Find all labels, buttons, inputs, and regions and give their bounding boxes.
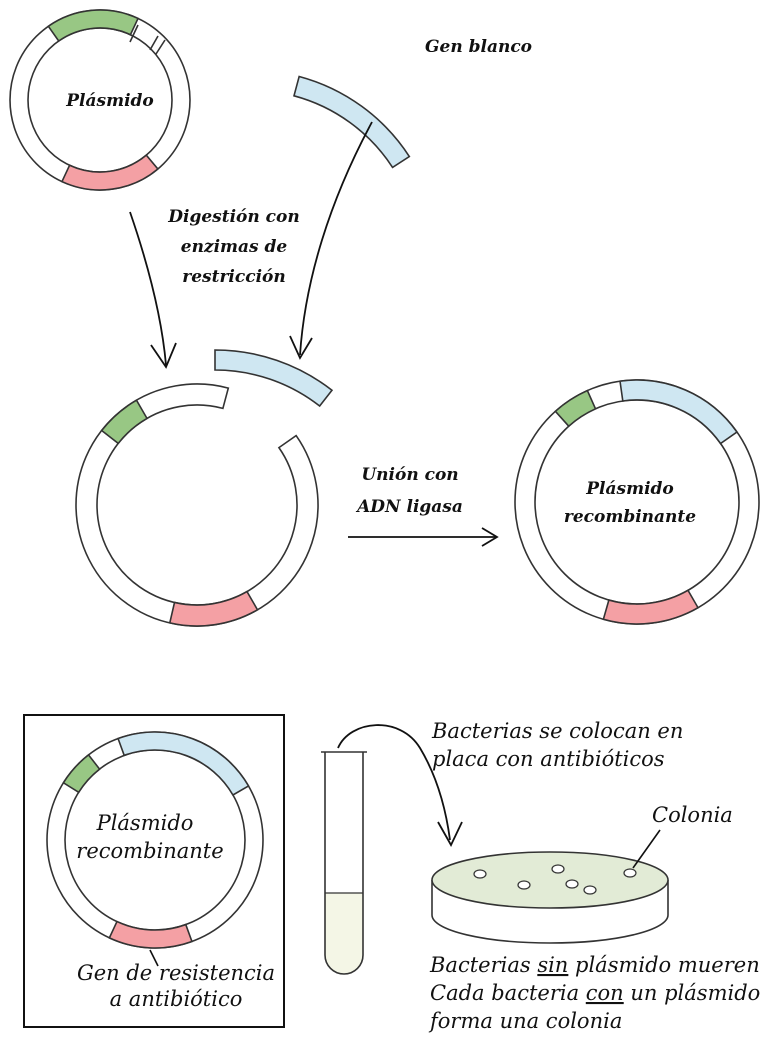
boxed-plasmid-label-line-2: recombinante (76, 839, 223, 863)
arrow-gene-to-cut-head (289, 335, 313, 360)
target-gene-inserting (214, 349, 334, 408)
result-line-1: Bacterias sin plásmido mueren (429, 953, 760, 977)
digestion-label: Digestión con enzimas de restricción (167, 207, 299, 287)
arrow-tube-to-plate (337, 724, 451, 841)
target-gene-label: Gen blanco (425, 37, 532, 57)
restriction-site-mark-3 (155, 39, 166, 55)
recombinant-green-segment (554, 389, 597, 428)
underlined-sin: sin (537, 953, 568, 977)
colony (473, 869, 487, 879)
test-tube (321, 751, 367, 975)
underlined-con: con (586, 981, 624, 1005)
resistance-label-line-2: a antibiótico (110, 987, 243, 1011)
restriction-site-mark-1 (129, 24, 139, 43)
plate-agar-surface (431, 851, 669, 909)
result-line-2: Cada bacteria con un plásmido (430, 981, 760, 1005)
plasmid-label: Plásmido (65, 91, 154, 111)
plasmid-opened (75, 349, 334, 627)
restriction-site-mark-2 (149, 35, 159, 51)
petri-plate: Colonia (431, 803, 733, 944)
target-gene-fragment (293, 75, 411, 169)
result-text: Bacterias sin plásmido mueren Cada bacte… (428, 953, 760, 1033)
resistance-label-line-1: Gen de resistencia (77, 961, 275, 985)
boxed-green-segment (62, 753, 101, 794)
arrow-plasmid-to-cut-head (150, 342, 177, 369)
ligase-label-line-2: ADN ligasa (355, 497, 463, 517)
opened-plasmid-green-segment (100, 399, 149, 445)
ligase-label-line-1: Unión con (361, 465, 458, 485)
arrow-tube-to-plate-head (437, 821, 463, 847)
recombinant-red-segment (602, 589, 700, 625)
result-line-3: forma una colonia (428, 1009, 622, 1033)
ligase-step: Unión con ADN ligasa (348, 465, 499, 547)
tube-outline (324, 752, 364, 975)
arrow-gene-to-cut (299, 121, 373, 356)
colony-label: Colonia (652, 803, 733, 827)
colony (583, 885, 597, 895)
plasmid-original: Plásmido (9, 9, 191, 191)
digestion-label-line-3: restricción (182, 267, 285, 287)
plasmid-recombinant: Plásmido recombinante (514, 379, 760, 625)
colony (565, 879, 579, 889)
tube-liquid (325, 893, 363, 974)
boxed-plasmid-label-line-1: Plásmido (96, 811, 194, 835)
target-gene: Gen blanco (293, 37, 532, 169)
recombinant-inner-ring (534, 399, 740, 605)
digestion-label-line-2: enzimas de (181, 237, 288, 257)
bacteria-label-line-2: placa con antibióticos (432, 747, 665, 771)
opened-plasmid-red-segment (168, 590, 259, 627)
colony (551, 864, 565, 874)
boxed-blue-segment (117, 731, 250, 797)
arrow-plasmid-to-cut (129, 211, 167, 366)
bacteria-label: Bacterias se colocan en placa con antibi… (431, 719, 683, 771)
digestion-label-line-1: Digestión con (167, 207, 299, 227)
arrow-ligase-head (481, 527, 499, 547)
resistance-pointer (149, 949, 159, 967)
colony-pointer (632, 829, 661, 869)
recombinant-blue-segment (619, 379, 739, 445)
plasmid-green-segment (47, 9, 140, 43)
boxed-plasmid: Plásmido recombinante Gen de resistencia… (23, 714, 285, 1028)
bacteria-label-line-1: Bacterias se colocan en (431, 719, 683, 743)
colony (623, 868, 637, 878)
plasmid-red-segment (60, 154, 159, 191)
colony (517, 880, 531, 890)
boxed-red-segment (108, 920, 193, 949)
recombinant-label-line-1: Plásmido (585, 479, 674, 499)
boxed-plasmid-frame (23, 714, 285, 1028)
recombinant-label-line-2: recombinante (564, 507, 696, 527)
